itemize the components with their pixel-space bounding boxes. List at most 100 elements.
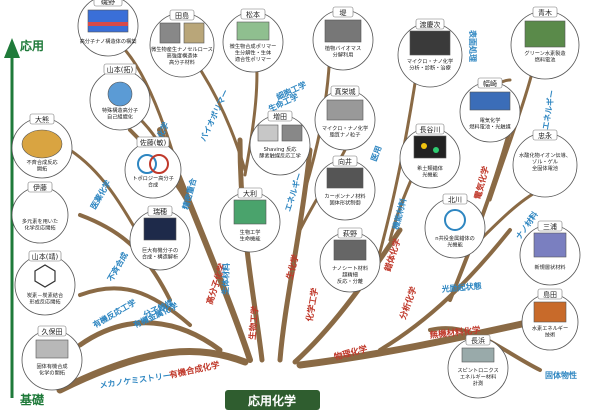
lab-node-hagino[interactable]: 萩野 ナノシート材料超精細反応・分離	[319, 227, 381, 293]
lab-node-maeshiro[interactable]: 真栄城 マイクロ・ナノ化学脂質ナノ粒子	[314, 85, 376, 151]
branch-label-b10: 生体材料	[220, 263, 231, 295]
lab-node-mizuho[interactable]: 瑞穂 巨大有機分子の合成・構造解析	[129, 205, 191, 271]
node-ring	[459, 81, 521, 143]
lab-node-ohkuma[interactable]: 大熊 不斉合成反応開拓	[11, 113, 73, 179]
lab-name: 山本(靖)	[32, 252, 59, 261]
lab-name: 佐藤(敏)	[140, 138, 167, 147]
node-picture-2	[183, 22, 205, 44]
lab-name: 忠永	[538, 131, 552, 140]
node-ring	[424, 197, 486, 259]
node-picture	[461, 347, 495, 363]
node-picture	[257, 124, 279, 142]
lab-name: 島田	[543, 290, 557, 299]
lab-node-tadanaga[interactable]: 忠永 水酸化物イオン伝導、ゾル・ゲル全固体電池	[512, 129, 578, 198]
node-picture	[413, 135, 447, 159]
lab-desc: 不斉合成反応開拓	[26, 158, 58, 172]
lab-node-hasegawa[interactable]: 長谷川 希土類錯体光機能	[399, 123, 461, 189]
lab-name-tag	[147, 205, 173, 217]
lab-desc: ナノシート材料超精細反応・分離	[332, 264, 368, 285]
node-picture	[236, 21, 270, 41]
lab-desc: 微生物産生ナノセルロース高強度構造体高分子材料	[151, 45, 213, 66]
lab-name: 堤	[340, 8, 347, 17]
lab-name: 大熊	[35, 115, 49, 124]
lab-node-isono[interactable]: 磯野 高分子ナノ構造体の構築	[77, 0, 139, 57]
lab-desc: Shaving 反応酵素触媒反応工学	[259, 145, 301, 159]
lab-node-shimada[interactable]: 島田 水素エネルギー技術	[521, 288, 579, 351]
lab-name-tag	[415, 18, 445, 30]
lab-name: 久保田	[42, 327, 63, 336]
lab-desc: グリーン水素製造燃料電池	[524, 49, 566, 63]
lab-node-yamamoto-y[interactable]: 山本(靖) 炭素－炭素結合形成反応開拓	[14, 250, 76, 316]
lab-node-ito[interactable]: 伊藤 多元素を用いた化学反応開拓	[11, 181, 69, 244]
node-picture	[35, 339, 69, 359]
lab-node-masuda[interactable]: 増田 Shaving 反応酵素触媒反応工学	[249, 110, 311, 176]
lab-name: 渡慶次	[420, 20, 441, 29]
node-picture	[233, 199, 267, 225]
lab-node-kitagawa[interactable]: 北川 n共役金属錯体の光機能	[424, 193, 486, 259]
lab-node-tajima[interactable]: 田島 微生物産生ナノセルロース高強度構造体高分子材料	[149, 9, 215, 78]
lab-desc: 希土類錯体光機能	[417, 164, 444, 178]
lab-node-mukai[interactable]: 向井 カーボンナノ材料固体形状制御	[314, 155, 376, 221]
node-picture-band	[88, 22, 128, 26]
axis-top-label: 応用	[20, 38, 44, 53]
lab-desc: 多元素を用いた化学反応開拓	[22, 217, 58, 231]
lab-name-tag	[103, 63, 137, 75]
node-picture	[469, 91, 511, 111]
lab-name-tag	[415, 123, 445, 135]
branch-organic	[56, 348, 249, 394]
lab-name: 山本(拓)	[107, 65, 134, 74]
lab-node-sato-t[interactable]: 佐藤(敏) トポロジー高分子合成	[124, 136, 182, 199]
lab-name-tag	[477, 77, 503, 89]
lab-name: 増田	[273, 112, 287, 121]
lab-node-kubota[interactable]: 久保田 固体有機合成化学の開拓	[21, 325, 83, 391]
lab-name-tag	[93, 0, 123, 7]
node-ring	[14, 254, 76, 316]
lab-name-tag	[537, 288, 563, 300]
lab-name: 三浦	[543, 222, 557, 231]
lab-node-habazaki[interactable]: 幅崎 電気化学燃料電池・光触媒	[459, 77, 521, 143]
branch-organic-2	[77, 320, 223, 353]
lab-name-tag	[267, 110, 293, 122]
node-picture	[444, 209, 466, 231]
branch-bio	[237, 137, 265, 363]
node-ring	[11, 186, 69, 244]
branch-label-b1: メカノケミストリー	[99, 371, 171, 390]
node-picture	[533, 301, 567, 323]
lab-node-matsumoto[interactable]: 松本 微生物合成ポリマー生分解性・生体適合性ポリマー	[222, 8, 284, 73]
lab-node-aoki[interactable]: 青木 グリーン水素製造燃料電池	[510, 6, 580, 80]
lab-name: 向井	[338, 157, 352, 166]
lab-node-ohtoshi[interactable]: 大利 生物工学生命機能	[219, 187, 281, 253]
lab-name: 長浜	[471, 336, 485, 345]
lab-node-yamamoto-t[interactable]: 山本(拓) 特殊構造高分子自己組織化	[89, 63, 151, 131]
branch-organic-3	[78, 286, 192, 327]
lab-node-tsutsumi[interactable]: 堤 植物バイオマス分解利用	[312, 6, 374, 71]
lab-desc: 新規層状材料	[534, 263, 565, 271]
branch-label-r7: 分析化学	[397, 285, 419, 321]
node-ring	[21, 329, 83, 391]
lab-desc: 特殊構造高分子自己組織化	[102, 106, 138, 120]
node-picture	[137, 154, 157, 174]
node-picture	[333, 239, 367, 261]
lab-node-tokeshi[interactable]: 渡慶次 マイクロ・ナノ化学分析・診断・治療	[397, 18, 463, 88]
trunk-label-text: 応用化学	[248, 393, 296, 408]
node-picture-dot	[421, 143, 427, 149]
lab-desc: n共役金属錯体の光機能	[435, 234, 475, 248]
axis-arrowhead-icon	[4, 38, 20, 58]
node-picture-2	[149, 154, 169, 174]
branch-label-r1: 有機合成化学	[168, 359, 221, 380]
branch-label-b18: エネルギー	[540, 89, 557, 130]
trunk-label: 応用化学	[225, 390, 320, 410]
lab-desc: 水素エネルギー技術	[532, 324, 568, 338]
axis-bottom-label: 基礎	[19, 392, 45, 407]
lab-name-tag	[136, 136, 170, 148]
node-ring	[249, 114, 311, 176]
lab-desc: トポロジー高分子合成	[132, 174, 174, 188]
lab-name: 青木	[538, 8, 552, 17]
branch-label-b14: 医用	[369, 145, 383, 163]
lab-node-miura[interactable]: 三浦 新規層状材料	[519, 220, 581, 286]
lab-name-tag	[532, 6, 558, 18]
lab-name-tag	[337, 227, 363, 239]
lab-node-nagahama[interactable]: 長浜 スピントロニクスエネルギー材料計測	[447, 334, 509, 399]
branch-physchem	[292, 227, 403, 365]
lab-nodes: 磯野 高分子ナノ構造体の構築 田島 微生物産生ナノセルロース高強度構造体高分子材…	[11, 0, 581, 399]
